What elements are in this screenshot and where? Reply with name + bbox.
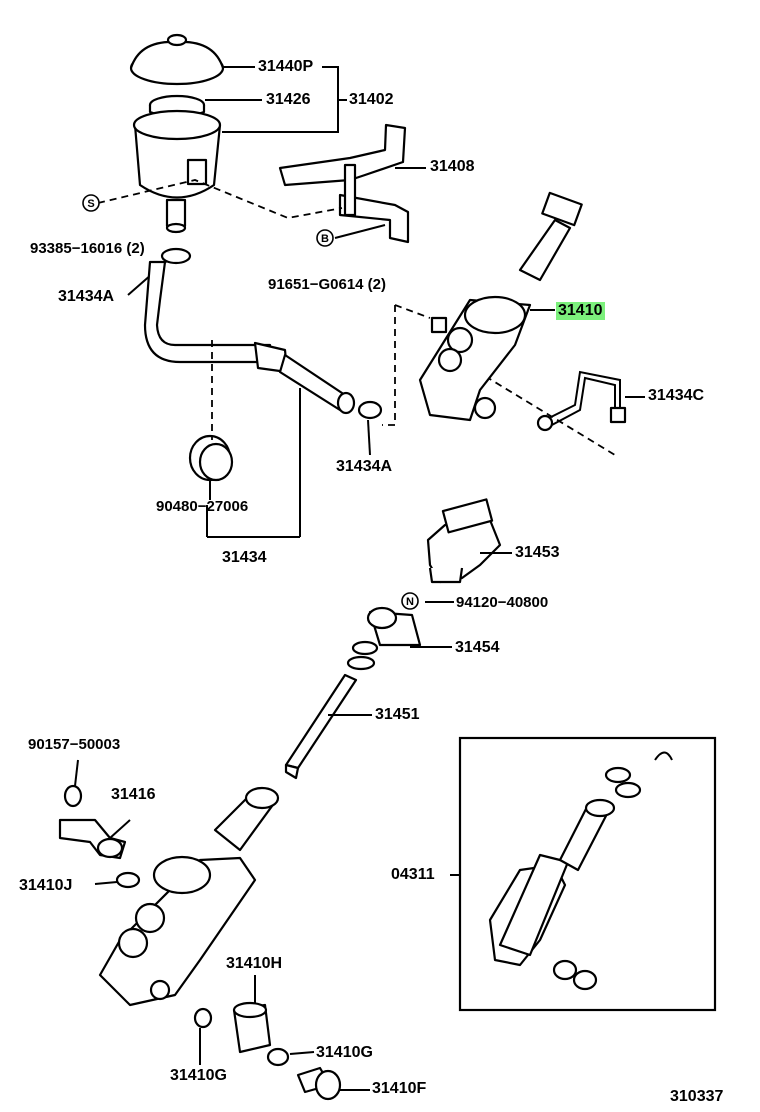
pressure-tube bbox=[536, 370, 645, 432]
gasket-g2 bbox=[266, 1047, 290, 1067]
label-31410H: 31410H bbox=[226, 955, 283, 972]
marker-s: S bbox=[82, 194, 100, 212]
label-31426: 31426 bbox=[266, 91, 311, 108]
marker-b: B bbox=[316, 229, 334, 247]
return-hose bbox=[143, 247, 356, 538]
label-31410F: 31410F bbox=[372, 1080, 427, 1097]
union-bolt bbox=[232, 975, 272, 1054]
reservoir-tank bbox=[132, 109, 222, 234]
valve-housing bbox=[426, 498, 512, 584]
label-31453: 31453 bbox=[515, 544, 560, 561]
label-31434A-top: 31434A bbox=[58, 288, 115, 305]
label-94120: 94120−40800 bbox=[456, 594, 549, 611]
leader-clamp bbox=[367, 419, 371, 456]
label-31434A-mid: 31434A bbox=[336, 458, 393, 475]
hose-clamp bbox=[357, 400, 383, 420]
label-31434C: 31434C bbox=[648, 387, 705, 404]
valve-shaft bbox=[284, 673, 372, 780]
label-31410G-right: 31410G bbox=[316, 1044, 373, 1061]
bracket bbox=[278, 123, 410, 244]
leader-j bbox=[94, 881, 118, 885]
label-90480: 90480−27006 bbox=[156, 498, 249, 515]
reservoir-cap bbox=[129, 33, 225, 86]
label-31410G-bottom: 31410G bbox=[170, 1067, 227, 1084]
label-04311: 04311 bbox=[391, 866, 435, 883]
control-valve-assembly bbox=[382, 191, 616, 456]
svg-text:S: S bbox=[87, 198, 94, 210]
label-31451: 31451 bbox=[375, 706, 420, 723]
label-31440P: 31440P bbox=[258, 58, 314, 75]
leader-lines-top bbox=[97, 66, 426, 296]
label-31434: 31434 bbox=[222, 549, 267, 566]
repair-kit-box bbox=[450, 736, 717, 1012]
diagram-id: 310337 bbox=[670, 1088, 724, 1105]
leader-g2 bbox=[289, 1051, 315, 1055]
bolt-f bbox=[296, 1066, 370, 1101]
label-93385: 93385−16016 (2) bbox=[30, 240, 145, 257]
label-31402: 31402 bbox=[349, 91, 394, 108]
gasket-j bbox=[115, 871, 141, 889]
marker-n: N bbox=[401, 592, 419, 610]
gasket-g bbox=[193, 1007, 213, 1029]
label-31408: 31408 bbox=[430, 158, 475, 175]
label-31410[interactable]: 31410 bbox=[556, 302, 605, 320]
grommet bbox=[188, 434, 234, 500]
label-91651: 91651−G0614 (2) bbox=[268, 276, 387, 293]
seal-ring bbox=[346, 601, 454, 671]
svg-text:B: B bbox=[321, 233, 329, 245]
label-31416: 31416 bbox=[111, 786, 156, 803]
valve-body bbox=[98, 786, 280, 1007]
svg-text:N: N bbox=[406, 596, 414, 608]
label-31410J: 31410J bbox=[19, 877, 73, 894]
label-90157: 90157−50003 bbox=[28, 736, 121, 753]
label-31454: 31454 bbox=[455, 639, 500, 656]
union-fitting bbox=[58, 759, 131, 860]
